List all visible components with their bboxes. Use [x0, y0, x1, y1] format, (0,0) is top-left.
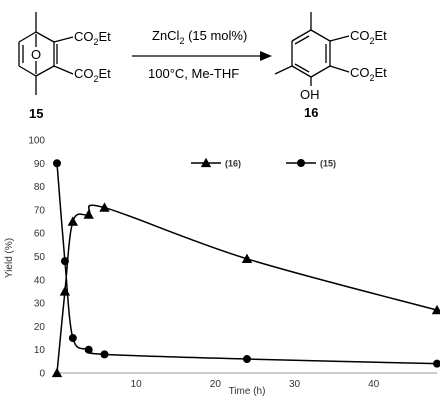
legend: (16) (15) [191, 157, 336, 169]
data-point-circle [60, 257, 69, 266]
legend-marker [297, 159, 305, 167]
series-15 [53, 159, 440, 368]
series-16 [51, 202, 440, 378]
x-tick-label: 10 [131, 379, 143, 390]
series-layer [51, 159, 440, 378]
x-tick-labels: 10 20 30 40 [131, 379, 380, 390]
data-point-circle [243, 355, 251, 364]
product-hydroxyl: OH [300, 87, 320, 102]
data-point-triangle [83, 209, 94, 219]
y-tick-label: 60 [34, 229, 46, 240]
product-ester-bottom: CO2Et [350, 65, 387, 83]
data-point-triangle [431, 304, 440, 315]
data-point-triangle [51, 367, 63, 378]
y-tick-label: 10 [34, 345, 46, 356]
product-ester-top: CO2Et [350, 28, 387, 46]
x-tick-label: 20 [210, 379, 222, 390]
data-point-circle [433, 359, 440, 368]
legend-item: (15) [286, 159, 336, 169]
legend-marker [200, 157, 212, 168]
y-axis-label: Yield (%) [4, 238, 15, 278]
data-point-triangle [59, 286, 71, 296]
data-point-circle [53, 159, 61, 168]
product-label: 16 [304, 105, 318, 120]
reaction-catalyst: ZnCl2 (15 mol%) [152, 28, 247, 46]
y-tick-label: 70 [34, 205, 46, 216]
reactant-bridge-oxygen: O [31, 47, 41, 62]
y-axis-title: Yield (%) [4, 238, 15, 278]
data-point-triangle [67, 216, 79, 226]
y-tick-label: 20 [34, 322, 46, 333]
x-tick-label: 40 [368, 379, 380, 390]
y-tick-label: 90 [34, 159, 46, 170]
reactant-label: 15 [29, 106, 43, 121]
series-line [56, 163, 438, 365]
yield-time-chart: Yield (%) 0 10 20 30 40 50 60 70 80 90 100 10 20 30 4… [4, 136, 440, 397]
data-point-triangle [241, 253, 253, 263]
y-tick-label: 50 [34, 252, 46, 263]
legend-label: (16) [225, 159, 241, 169]
data-point-triangle [99, 202, 110, 212]
data-point-circle [84, 345, 93, 354]
reactant-ester-bottom: CO2Et [74, 66, 111, 84]
x-axis-label: Time (h) [229, 386, 266, 397]
x-tick-label: 30 [289, 379, 301, 390]
y-tick-label: 40 [34, 275, 46, 286]
y-tick-label: 0 [39, 369, 45, 380]
reactant-15-structure [18, 12, 74, 95]
series-line [56, 204, 438, 374]
y-tick-labels: 0 10 20 30 40 50 60 70 80 90 100 [28, 136, 45, 380]
data-point-circle [100, 350, 109, 359]
product-16-structure [274, 12, 350, 86]
y-tick-label: 30 [34, 299, 46, 310]
data-point-circle [68, 334, 77, 343]
y-tick-label: 100 [28, 136, 45, 147]
legend-item: (16) [191, 157, 241, 169]
y-tick-label: 80 [34, 182, 46, 193]
reaction-scheme: O CO2Et CO2Et 15 ZnCl2 (15 mol%) 100°C, … [18, 12, 387, 121]
reactant-ester-top: CO2Et [74, 29, 111, 47]
legend-label: (15) [320, 159, 336, 169]
reaction-conditions: 100°C, Me-THF [148, 66, 239, 81]
reaction-arrow [132, 51, 272, 61]
